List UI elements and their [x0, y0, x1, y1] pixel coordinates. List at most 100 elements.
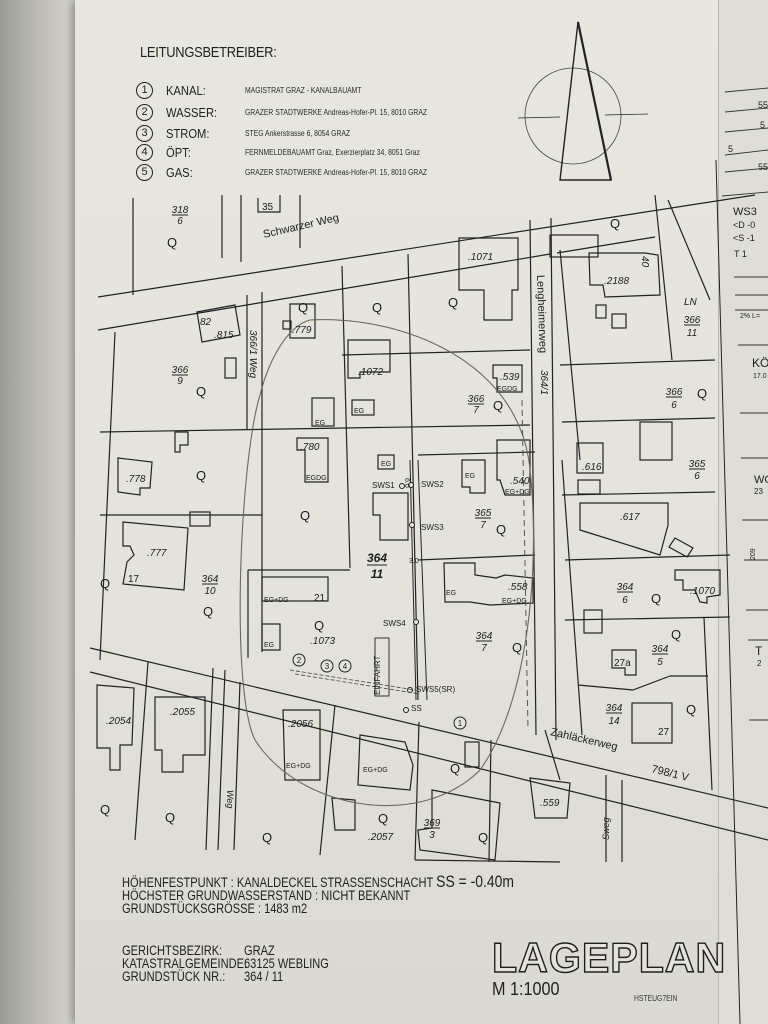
svg-text:6: 6: [671, 400, 677, 411]
svg-text:Q: Q: [448, 295, 458, 310]
street-label-zahlaeckerweg: Zahläckerweg: [549, 726, 618, 753]
building-label: .779: [292, 325, 312, 336]
sewer-point-label: SWS5(SR): [416, 685, 455, 694]
building-label: 17: [128, 574, 140, 585]
sewer-point-label: SS: [411, 704, 422, 713]
building-label: .2057: [368, 832, 393, 843]
building-label: .617: [620, 512, 640, 523]
floor-label-eg: EG: [315, 420, 325, 427]
info-line-groundwater: HÖCHSTER GRUNDWASSERSTAND : NICHT BEKANN…: [122, 888, 411, 903]
svg-text:2: 2: [757, 659, 762, 668]
building-label: .1073: [310, 636, 335, 647]
svg-text:Q: Q: [610, 216, 620, 231]
dimension-label: 3.0: [409, 558, 419, 565]
svg-text:5: 5: [760, 120, 765, 130]
floor-label-egdg: EG+DG: [505, 489, 530, 496]
svg-text:23: 23: [754, 487, 763, 496]
building-label: .2188: [604, 276, 629, 287]
floor-label-eg: EG: [446, 590, 456, 597]
svg-text:Q: Q: [100, 576, 110, 591]
legend-key: KANAL:: [166, 82, 206, 98]
street-label-sweg: Sweg: [601, 817, 611, 840]
svg-text:3: 3: [325, 662, 330, 671]
svg-text:Q: Q: [372, 300, 382, 315]
legend-row-kanal: 1 KANAL: MAGISTRAT GRAZ - KANALBAUAMT: [136, 81, 362, 99]
plan-identifier: HSTEUG7EIN: [634, 994, 678, 1003]
svg-text:7: 7: [480, 520, 486, 531]
svg-text:369: 369: [424, 818, 441, 829]
floor-label-egdg: EG+DG: [264, 597, 289, 604]
north-arrow-icon: [517, 21, 649, 181]
building-label: .559: [540, 798, 560, 809]
svg-text:Q: Q: [671, 627, 681, 642]
legend-key: WASSER:: [166, 104, 218, 120]
svg-text:Q: Q: [300, 508, 310, 523]
svg-text:9: 9: [177, 376, 183, 387]
svg-text:Q: Q: [314, 618, 324, 633]
building-label: 27: [658, 727, 670, 738]
building-label: .780: [300, 442, 320, 453]
info-line-benchmark: HÖHENFESTPUNKT : KANALDECKEL STRASSENSCH…: [122, 873, 514, 890]
sewer-point-label: SWS3: [421, 523, 444, 532]
adjacent-sheet-text: 55 5 5 55 WS3 <D -0 <S -1 T 1 2% L= KÖ 1…: [728, 100, 768, 668]
building-label: .1072: [358, 367, 383, 378]
svg-text:Q: Q: [100, 802, 110, 817]
einfahrt-label: EINFAHRT: [373, 655, 382, 695]
building-label: 27a: [614, 658, 631, 669]
svg-text:10: 10: [204, 586, 216, 597]
svg-text:364: 364: [617, 582, 634, 593]
svg-text:4: 4: [343, 662, 348, 671]
plan-title: LAGEPLAN: [491, 933, 727, 981]
svg-text:14: 14: [608, 716, 620, 727]
legend-key: STROM:: [166, 125, 210, 141]
building-label: .815: [214, 330, 234, 341]
svg-text:364: 364: [202, 574, 219, 585]
building-label: 82: [200, 317, 212, 328]
svg-text:Q: Q: [196, 384, 206, 399]
svg-text:5: 5: [657, 657, 663, 668]
svg-text:6: 6: [177, 216, 183, 227]
sewer-line: [374, 459, 428, 713]
svg-text:364: 364: [606, 703, 623, 714]
building-label: .540: [510, 476, 530, 487]
cadastral-community-label: KATASTRALGEMEINDE:: [122, 956, 248, 971]
svg-text:T: T: [755, 644, 763, 658]
floor-label-egdg: EG+DG: [363, 767, 388, 774]
svg-text:17.0: 17.0: [753, 373, 767, 380]
legend-key: GAS:: [166, 164, 193, 180]
svg-text:Q: Q: [512, 640, 522, 655]
svg-text:11: 11: [371, 567, 384, 581]
legend-value: MAGISTRAT GRAZ - KANALBAUAMT: [245, 85, 362, 95]
building-label: .616: [582, 462, 602, 473]
dimension-label: 6.0: [403, 478, 410, 488]
svg-text:5: 5: [728, 144, 733, 154]
land-use-q: Q: [493, 398, 503, 413]
svg-text:366: 366: [666, 387, 683, 398]
building-label: .2056: [288, 719, 313, 730]
legend-number-circle: 3: [136, 124, 153, 142]
legend-row-gas: 5 GAS: GRAZER STADTWERKE Andreas-Hofer-P…: [136, 163, 427, 181]
sewer-point-label: SWS2: [421, 480, 444, 489]
legend-key: ÖPT:: [166, 144, 191, 160]
svg-text:7: 7: [473, 405, 479, 416]
court-district-label: GERICHTSBEZIRK:: [122, 943, 223, 958]
svg-text:365: 365: [475, 508, 492, 519]
svg-text:Q: Q: [697, 386, 707, 401]
svg-text:Q: Q: [262, 830, 272, 845]
svg-text:Q: Q: [203, 604, 213, 619]
building-label: .2055: [170, 707, 195, 718]
svg-text:Q: Q: [196, 468, 206, 483]
building-label: .2054: [106, 716, 131, 727]
floor-label-eg: EG: [381, 461, 391, 468]
plot-number-label: GRUNDSTÜCK NR.:: [122, 969, 226, 984]
